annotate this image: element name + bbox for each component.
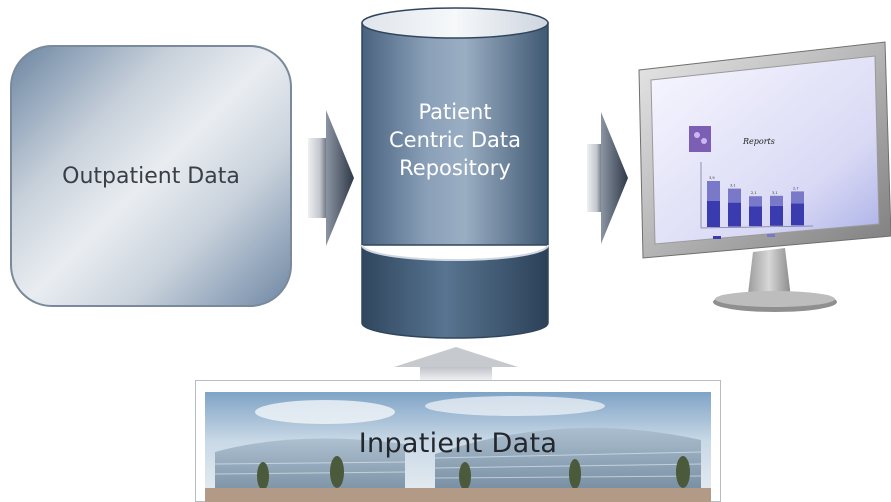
mini-bar-lower [770,205,783,226]
repository-label-line-1: Patient [418,100,492,124]
inpatient-data-label: Inpatient Data [358,428,558,459]
mini-bar-upper [728,188,741,203]
repository-label-line-2: Centric Data [389,128,521,152]
mini-bar-lower [791,203,804,226]
mini-bar-label: 2,1 [751,191,757,195]
mini-bar-upper [749,196,762,207]
mini-bar-label: 3,1 [772,191,778,195]
mini-bar-lower [749,206,762,227]
mini-bar-upper [791,191,804,204]
arrow-up-inpatient-to-repository [394,347,518,381]
mini-bar-lower [728,202,741,227]
repository-label-line-3: Repository [399,156,511,180]
reports-monitor: Reports 3,9 3,1 2,1 3,1 2,7 [638,41,891,312]
arrow-right-outpatient-to-repository [308,110,354,246]
report-title: Reports [742,137,775,146]
repository-label: Patient Centric Data Repository [360,98,550,182]
outpatient-data-box: Outpatient Data [10,45,292,307]
mini-bar-label: 3,1 [730,184,736,188]
mini-bar-upper [770,195,783,206]
report-logo-icon [689,126,711,152]
mini-bar-label: 3,9 [709,176,715,180]
patient-centric-data-repository-cylinder [361,7,549,339]
outpatient-data-label: Outpatient Data [62,163,240,189]
report-mini-chart: 3,9 3,1 2,1 3,1 2,7 [700,162,814,229]
mini-bar-upper [707,181,720,201]
mini-bar-lower [707,201,720,227]
hospital-building-image [205,392,711,502]
mini-bar-label: 2,7 [793,186,799,190]
arrow-right-repository-to-reports [587,112,628,244]
